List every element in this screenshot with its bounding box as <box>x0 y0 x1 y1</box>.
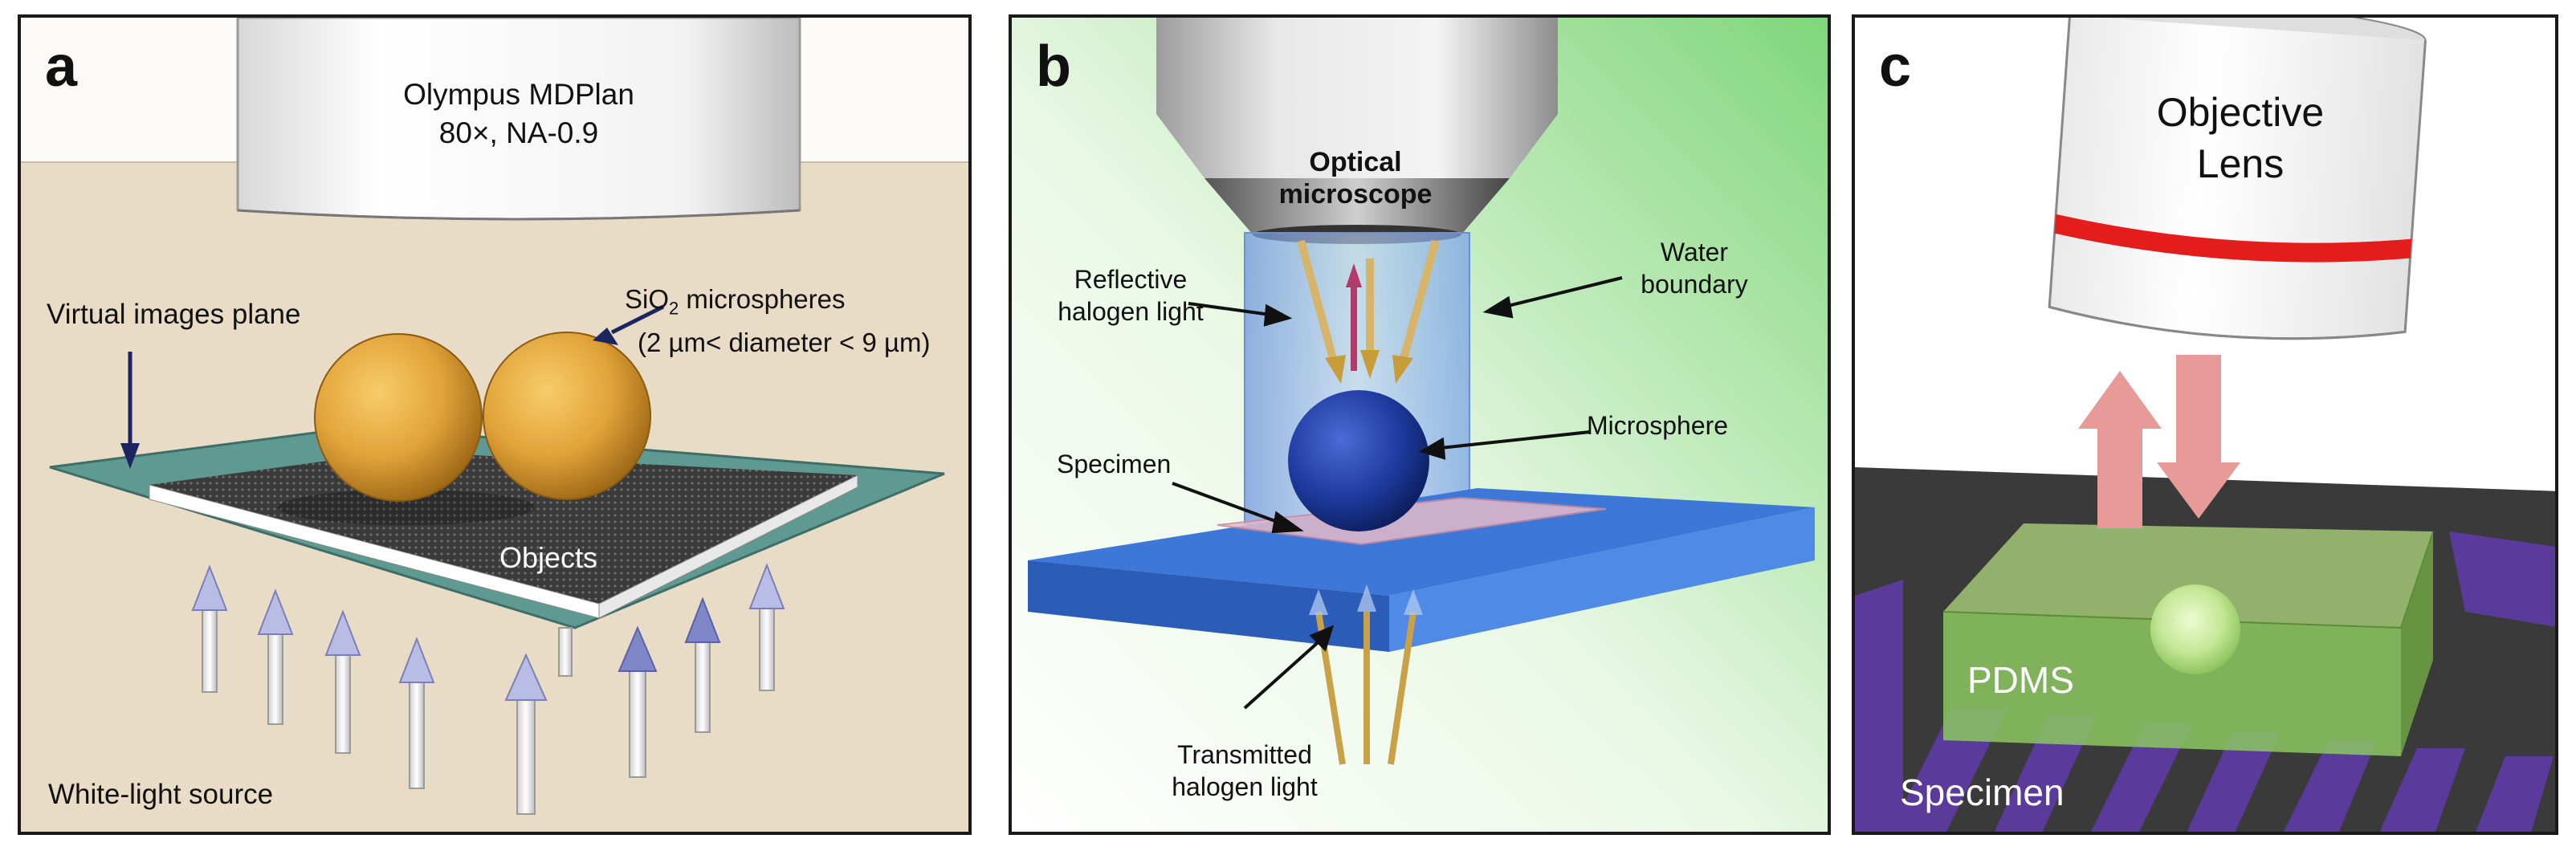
microsphere-b <box>1288 390 1429 531</box>
objective-line2: 80×, NA-0.9 <box>438 116 599 149</box>
reflective-light-label: Reflective halogen light <box>1034 263 1227 328</box>
objective-lens-label: Objective Lens <box>2120 87 2361 189</box>
virtual-plane-label: Virtual images plane <box>47 299 301 330</box>
panel-a-illustration <box>21 18 968 815</box>
microscope-line2: microscope <box>1278 179 1433 210</box>
objective-a <box>236 18 801 221</box>
reflective-line1: Reflective <box>1074 265 1188 294</box>
microspheres-label: SiO2 microspheres (2 µm< diameter < 9 µm… <box>625 283 930 360</box>
microspheres-title-post: microspheres <box>679 284 846 314</box>
objects-label: Objects <box>499 541 598 574</box>
light-arrows-c <box>2078 355 2240 528</box>
microsphere-label: Microsphere <box>1587 411 1729 440</box>
lens-line1: Objective <box>2156 90 2325 135</box>
water-boundary-label: Water boundary <box>1622 236 1767 300</box>
transmitted-light-label: Transmitted halogen light <box>1140 739 1349 803</box>
arrow-microspheres <box>593 328 618 345</box>
optical-microscope <box>1156 18 1558 244</box>
microscope-line1: Optical <box>1309 147 1402 177</box>
specimen-stripes <box>1855 531 2555 832</box>
microsphere-left <box>314 333 483 502</box>
light-source-label: White-light source <box>48 779 274 810</box>
white-light-arrows <box>191 563 785 815</box>
transmitted-line2: halogen light <box>1172 772 1318 801</box>
specimen-slab <box>1028 488 1815 652</box>
microspheres-range: (2 µm< diameter < 9 µm) <box>638 327 931 357</box>
microsphere-c <box>2150 584 2240 674</box>
objects-slab <box>149 451 858 619</box>
objective-label-a: Olympus MDPlan 80×, NA-0.9 <box>358 75 679 153</box>
reflective-light-rays <box>1297 239 1440 384</box>
panel-a-label: a <box>45 35 78 99</box>
water-line1: Water <box>1660 238 1729 267</box>
arrow-virtual-plane <box>120 443 140 469</box>
pdms-block <box>1942 523 2434 756</box>
microscope-label: Optical microscope <box>1267 146 1444 210</box>
annotation-arrows-b <box>1172 276 1623 710</box>
panel-b: b Optical microscope Reflective halogen … <box>1009 14 1831 835</box>
water-line2: boundary <box>1641 270 1748 299</box>
objective-lens-c <box>2048 18 2427 340</box>
microsphere-right <box>483 332 651 500</box>
panel-c-illustration <box>1855 18 2555 832</box>
specimen-label-c: Specimen <box>1900 771 2064 813</box>
transmitted-line1: Transmitted <box>1177 740 1312 769</box>
panel-c: c Objective Lens PDMS Specimen <box>1852 14 2558 835</box>
microspheres-title-sub: 2 <box>669 298 679 319</box>
panel-a: a Olympus MDPlan 80×, NA-0.9 SiO2 micros… <box>18 14 972 835</box>
microspheres-title-pre: SiO <box>625 284 670 314</box>
panel-b-illustration <box>1012 18 1828 832</box>
specimen-label-b: Specimen <box>1057 450 1172 478</box>
pdms-label: PDMS <box>1967 659 2074 701</box>
lens-line2: Lens <box>2196 141 2285 186</box>
panel-c-label: c <box>1879 35 1912 99</box>
objective-line1: Olympus MDPlan <box>403 78 634 111</box>
reflective-line2: halogen light <box>1058 297 1204 326</box>
panel-b-label: b <box>1036 35 1071 99</box>
